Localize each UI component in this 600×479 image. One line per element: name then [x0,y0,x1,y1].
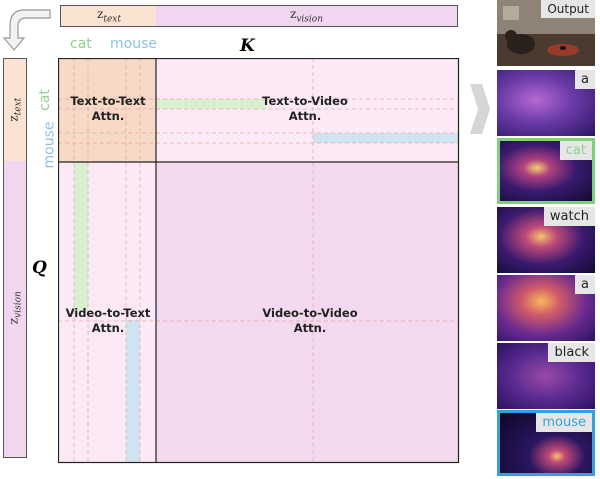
query-label: Q [32,258,47,278]
output-label: Output [541,0,595,18]
mouse-column-highlight [126,320,140,462]
query-z-vision-box: zvision [3,161,27,458]
key-z-vision-box: zvision [156,5,458,27]
right-arrow-icon [470,84,490,134]
attention-matrix [58,58,460,464]
attn-map-black: black [497,343,595,409]
query-z-vision-label: zvision [6,291,24,325]
attn-map-word: mouse [536,413,592,432]
mouse-row-highlight [313,133,458,143]
v2v-region [156,162,458,462]
cat-row-highlight [156,99,266,109]
t2v-region [156,58,458,162]
key-z-text-box: ztext [60,5,158,27]
attn-map-word: a [575,70,595,89]
dashed-guides [58,58,458,462]
key-z-vision-label: zvision [289,7,323,25]
top-token-mouse: mouse [110,36,157,52]
key-z-text-label: ztext [97,7,121,25]
attn-map-watch: watch [497,207,595,273]
attn-map-word: black [548,343,595,362]
output-frame: Output [497,0,595,66]
left-token-cat: cat [36,89,53,111]
attn-map-a-2: a [497,275,595,341]
query-z-text-box: ztext [3,58,27,162]
query-z-text-label: ztext [6,97,24,122]
attn-map-word: a [575,275,595,294]
attn-map-a-1: a [497,70,595,136]
curved-arrow-icon [2,9,51,51]
cat-column-highlight [74,162,88,312]
attn-map-word: watch [543,207,595,226]
attn-map-mouse: mouse [497,410,595,476]
attn-map-word: cat [559,141,592,160]
left-token-mouse: mouse [41,121,58,169]
key-label: K [240,36,255,56]
attn-map-cat: cat [497,138,595,204]
top-token-cat: cat [70,36,92,52]
